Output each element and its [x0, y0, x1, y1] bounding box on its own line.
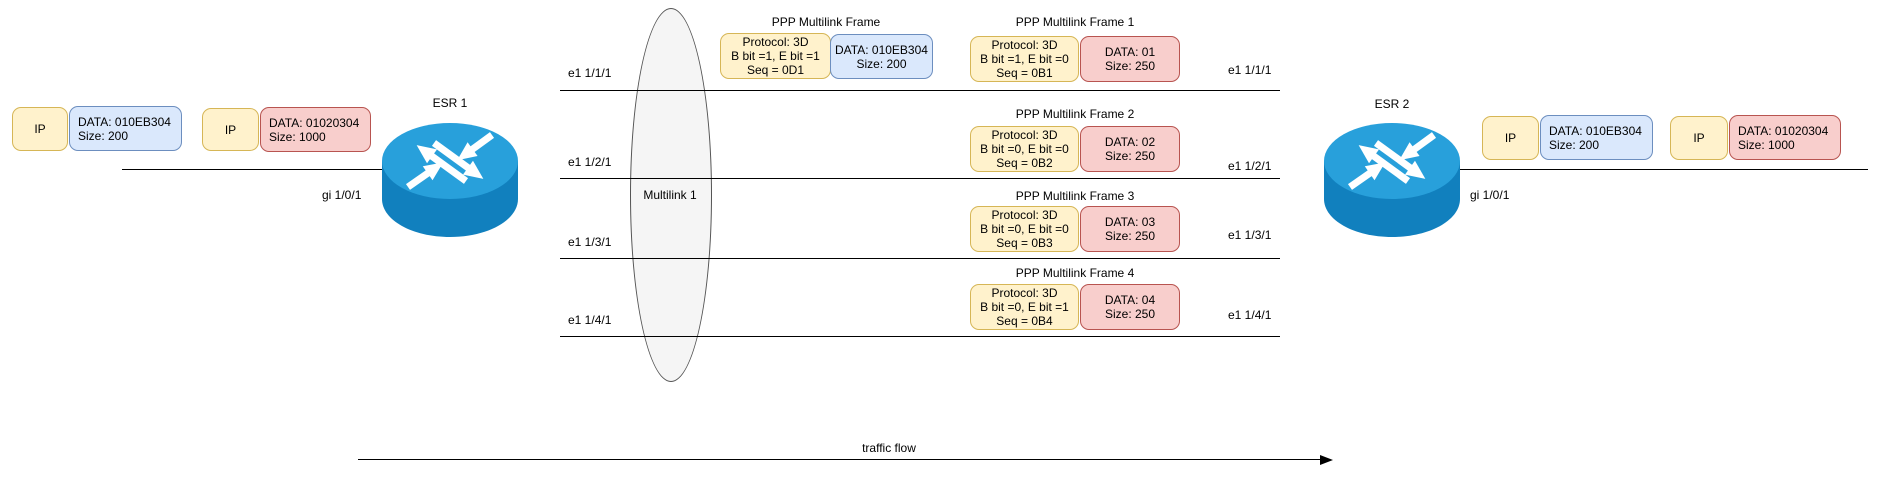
- protocol-value: Protocol: 3D: [991, 208, 1058, 222]
- bits-value: B bit =0, E bit =0: [980, 142, 1069, 156]
- right-packet2-data: DATA: 01020304 Size: 1000: [1729, 115, 1841, 160]
- traffic-flow-arrowhead-icon: [1320, 455, 1333, 465]
- e1-right-label-2: e1 1/2/1: [1228, 159, 1272, 173]
- fragment3-data: DATA: 03 Size: 250: [1080, 206, 1180, 252]
- seq-value: Seq = 0B4: [996, 314, 1053, 328]
- size-value: Size: 200: [1549, 137, 1600, 152]
- seq-value: Seq = 0B3: [996, 236, 1053, 250]
- left-packet2-data: DATA: 01020304 Size: 1000: [260, 107, 371, 152]
- data-value: DATA: 010EB304: [835, 42, 928, 57]
- esr1-interface-label: gi 1/0/1: [322, 188, 362, 202]
- data-value: DATA: 010EB304: [1549, 123, 1642, 138]
- size-value: Size: 250: [1104, 149, 1156, 163]
- e1-link-line-2: [560, 178, 1280, 179]
- fragment2-data: DATA: 02 Size: 250: [1080, 126, 1180, 172]
- seq-value: Seq = 0B2: [996, 156, 1053, 170]
- aggregate-frame-header: Protocol: 3D B bit =1, E bit =1 Seq = 0D…: [720, 33, 831, 79]
- data-value: DATA: 03: [1104, 215, 1156, 229]
- ip-label: IP: [34, 122, 46, 136]
- right-packet2-ip-header: IP: [1670, 116, 1728, 160]
- seq-value: Seq = 0D1: [746, 63, 805, 77]
- multilink-bundle-ellipse: [630, 8, 712, 382]
- seq-value: Seq = 0B1: [996, 66, 1053, 80]
- ip-label: IP: [1504, 131, 1517, 145]
- e1-right-label-4: e1 1/4/1: [1228, 308, 1272, 322]
- data-value: DATA: 010EB304: [78, 114, 171, 129]
- esr2-interface-label: gi 1/0/1: [1470, 188, 1510, 202]
- e1-left-label-3: e1 1/3/1: [568, 235, 612, 249]
- protocol-value: Protocol: 3D: [991, 286, 1058, 300]
- size-value: Size: 200: [856, 56, 907, 71]
- fragment2-title: PPP Multilink Frame 2: [1015, 107, 1135, 121]
- e1-link-line-3: [560, 258, 1280, 259]
- aggregate-frame-title: PPP Multilink Frame: [771, 15, 881, 29]
- protocol-value: Protocol: 3D: [991, 38, 1058, 52]
- size-value: Size: 1000: [269, 129, 326, 144]
- esr2-label: ESR 2: [1374, 97, 1410, 111]
- e1-right-label-1: e1 1/1/1: [1228, 63, 1272, 77]
- bits-value: B bit =1, E bit =0: [980, 52, 1069, 66]
- data-value: DATA: 04: [1104, 293, 1156, 307]
- left-packet1-data: DATA: 010EB304 Size: 200: [69, 106, 182, 151]
- e1-left-label-4: e1 1/4/1: [568, 313, 612, 327]
- protocol-value: Protocol: 3D: [991, 128, 1058, 142]
- left-packet2-ip-header: IP: [202, 108, 259, 151]
- bits-value: B bit =0, E bit =1: [980, 300, 1069, 314]
- bits-value: B bit =1, E bit =1: [731, 49, 820, 63]
- protocol-value: Protocol: 3D: [742, 35, 809, 49]
- e1-link-line-1: [560, 90, 1280, 91]
- right-packet1-data: DATA: 010EB304 Size: 200: [1540, 115, 1653, 160]
- e1-right-label-3: e1 1/3/1: [1228, 228, 1272, 242]
- ip-label: IP: [224, 122, 237, 137]
- esr2-router-icon: [1324, 123, 1460, 237]
- fragment2-header: Protocol: 3D B bit =0, E bit =0 Seq = 0B…: [970, 126, 1079, 172]
- esr1-router-icon: [382, 123, 518, 237]
- bits-value: B bit =0, E bit =0: [980, 222, 1069, 236]
- fragment4-header: Protocol: 3D B bit =0, E bit =1 Seq = 0B…: [970, 284, 1079, 330]
- fragment4-data: DATA: 04 Size: 250: [1080, 284, 1180, 330]
- aggregate-frame-data: DATA: 010EB304 Size: 200: [830, 34, 933, 79]
- esr1-label: ESR 1: [432, 96, 468, 110]
- esr2-egress-line: [1430, 169, 1868, 170]
- ip-label: IP: [1693, 131, 1705, 145]
- data-value: DATA: 01020304: [1738, 123, 1829, 138]
- size-value: Size: 250: [1104, 59, 1156, 73]
- fragment4-title: PPP Multilink Frame 4: [1015, 266, 1135, 280]
- data-value: DATA: 01: [1104, 45, 1156, 59]
- fragment1-header: Protocol: 3D B bit =1, E bit =0 Seq = 0B…: [970, 36, 1079, 82]
- e1-left-label-2: e1 1/2/1: [568, 155, 612, 169]
- multilink-label: Multilink 1: [643, 188, 697, 202]
- size-value: Size: 1000: [1738, 137, 1795, 152]
- data-value: DATA: 02: [1104, 135, 1156, 149]
- esr1-ingress-line: [122, 169, 452, 170]
- size-value: Size: 250: [1104, 229, 1156, 243]
- right-packet1-ip-header: IP: [1482, 116, 1539, 160]
- size-value: Size: 250: [1104, 307, 1156, 321]
- fragment3-header: Protocol: 3D B bit =0, E bit =0 Seq = 0B…: [970, 206, 1079, 252]
- data-value: DATA: 01020304: [269, 115, 360, 130]
- fragment3-title: PPP Multilink Frame 3: [1015, 189, 1135, 203]
- size-value: Size: 200: [78, 128, 129, 143]
- traffic-flow-line: [358, 459, 1322, 460]
- e1-link-line-4: [560, 336, 1280, 337]
- fragment1-data: DATA: 01 Size: 250: [1080, 36, 1180, 82]
- e1-left-label-1: e1 1/1/1: [568, 66, 612, 80]
- traffic-flow-label: traffic flow: [862, 441, 916, 455]
- left-packet1-ip-header: IP: [12, 107, 68, 151]
- fragment1-title: PPP Multilink Frame 1: [1015, 15, 1135, 29]
